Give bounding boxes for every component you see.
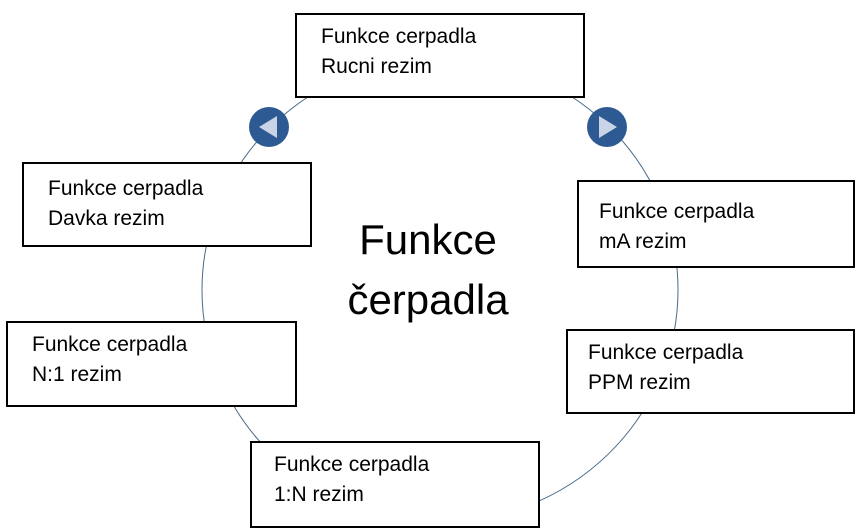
previous-mode-button[interactable]	[248, 106, 290, 148]
mode-box-manual[interactable]: Funkce cerpadla Rucni rezim	[295, 13, 585, 98]
next-mode-button[interactable]	[586, 106, 628, 148]
mode-box-subtitle: mA rezim	[599, 230, 687, 253]
center-title-line1: Funkce	[359, 216, 497, 263]
mode-box-subtitle: N:1 rezim	[32, 363, 122, 386]
triangle-left-icon	[249, 107, 289, 147]
mode-box-ppm[interactable]: Funkce cerpadla PPM rezim	[566, 329, 855, 414]
mode-box-title: Funkce cerpadla	[48, 177, 204, 200]
mode-box-n1[interactable]: Funkce cerpadla N:1 rezim	[6, 321, 297, 407]
mode-box-subtitle: 1:N rezim	[274, 483, 364, 506]
mode-box-subtitle: PPM rezim	[588, 371, 691, 394]
mode-box-title: Funkce cerpadla	[588, 341, 744, 364]
mode-box-subtitle: Davka rezim	[48, 207, 165, 230]
center-title-line2: čerpadla	[347, 276, 509, 323]
mode-box-title: Funkce cerpadla	[32, 333, 188, 356]
mode-box-title: Funkce cerpadla	[321, 25, 477, 48]
mode-box-title: Funkce cerpadla	[599, 200, 755, 223]
center-title: Funkce čerpadla	[328, 210, 528, 330]
mode-box-subtitle: Rucni rezim	[321, 55, 432, 78]
triangle-right-icon	[587, 107, 627, 147]
mode-box-1n[interactable]: Funkce cerpadla 1:N rezim	[250, 441, 540, 528]
mode-box-title: Funkce cerpadla	[274, 453, 430, 476]
mode-box-ma[interactable]: Funkce cerpadla mA rezim	[577, 180, 855, 268]
mode-box-davka[interactable]: Funkce cerpadla Davka rezim	[22, 162, 312, 247]
